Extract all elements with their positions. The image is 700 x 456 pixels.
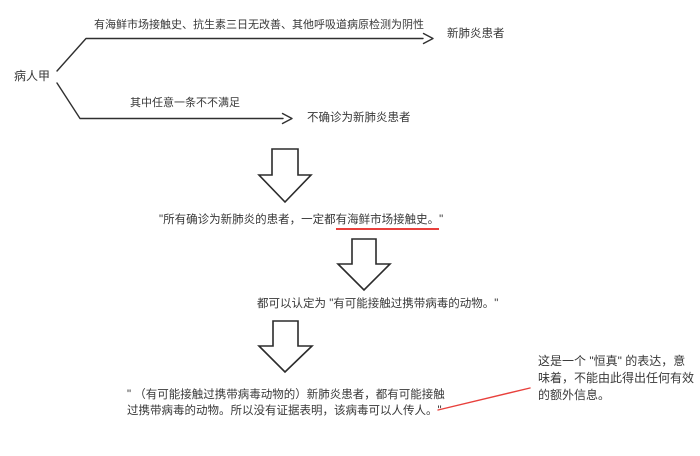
top-branch-outcome-label: 新肺炎患者: [447, 28, 505, 40]
bottom-branch-outcome-label: 不确诊为新肺炎患者: [307, 112, 411, 124]
block-down-arrow-3-icon: [257, 320, 314, 374]
block-down-arrow-2-icon: [336, 238, 392, 292]
statement-3-line-2: 过携带病毒的动物。所以没有证据表明，该病毒可以人传人。": [127, 405, 442, 417]
side-annotation-line-3: 的额外信息。: [538, 388, 611, 402]
bottom-branch-line: [56, 82, 284, 120]
statement-3-line-1: " （有可能接触过携带病毒动物的）新肺炎患者，都有可能接触: [127, 389, 445, 401]
side-annotation-line-1: 这是一个 "恒真" 的表达，意: [538, 354, 686, 368]
statement-1-prefix: "所有确诊为新肺炎的患者，一定都: [159, 214, 336, 226]
statement-2: 都可以认定为 "有可能接触过携带病毒的动物。": [257, 298, 499, 310]
side-annotation: 这是一个 "恒真" 的表达，意 味着，不能由此得出任何有效 的额外信息。: [538, 353, 694, 404]
block-down-arrow-1-icon: [257, 148, 313, 204]
side-annotation-line-2: 味着，不能由此得出任何有效: [538, 371, 695, 385]
statement-1-underlined-text: 有海鲜市场接触史。: [335, 214, 440, 230]
statement-1: "所有确诊为新肺炎的患者，一定都有海鲜市场接触史。": [159, 214, 444, 230]
bottom-branch-arrowhead-icon: [281, 112, 293, 125]
patient-label: 病人甲: [14, 69, 51, 83]
statement-1-suffix: ": [439, 214, 444, 226]
top-branch-arrowhead-icon: [422, 32, 434, 45]
top-branch-condition-label: 有海鲜市场接触史、抗生素三日无改善、其他呼吸道病原检测为阴性: [94, 19, 424, 31]
statement-3: " （有可能接触过携带病毒动物的）新肺炎患者，都有可能接触 过携带病毒的动物。所…: [127, 387, 445, 419]
annotation-callout-line: [437, 387, 531, 411]
top-branch-line: [56, 37, 424, 72]
bottom-branch-condition-label: 其中任意一条不不满足: [130, 97, 240, 109]
